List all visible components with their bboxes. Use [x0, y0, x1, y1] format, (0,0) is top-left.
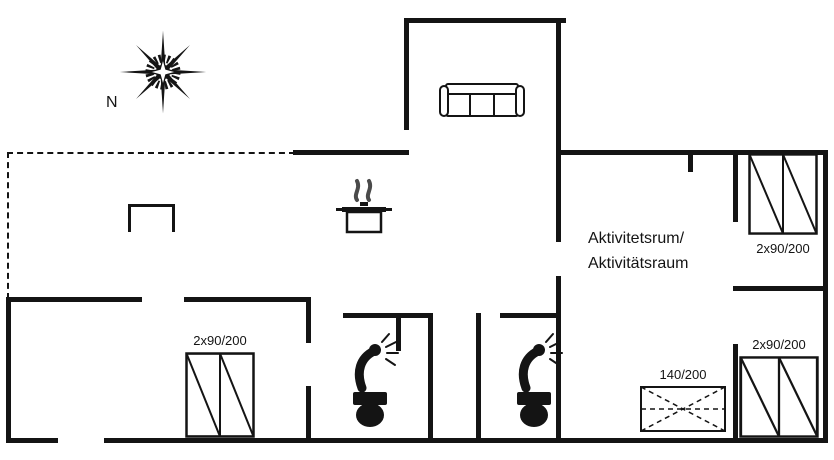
wall-segment	[500, 313, 560, 318]
wall-segment	[733, 150, 738, 222]
shower-toilet-icon	[508, 332, 564, 428]
wall-segment	[306, 386, 311, 443]
wall-segment	[733, 286, 828, 291]
double-bed-icon	[739, 356, 819, 438]
wall-segment	[404, 18, 566, 23]
shower-toilet-icon	[344, 332, 400, 428]
wall-segment	[343, 313, 433, 318]
wall-segment	[293, 150, 409, 155]
room-label-line2: Aktivitätsraum	[588, 255, 689, 272]
double-bed-icon	[185, 352, 255, 438]
cooking-pot-steam-icon	[333, 170, 395, 240]
guest-bed-icon	[640, 386, 726, 432]
compass-north-label: N	[106, 94, 118, 111]
bed-size-label: 2x90/200	[756, 241, 810, 256]
wall-segment	[556, 276, 561, 443]
wall-segment	[6, 297, 11, 443]
wall-segment	[184, 297, 308, 302]
compass-rose-icon	[118, 27, 208, 117]
double-bed-icon	[748, 153, 818, 235]
wall-segment	[6, 438, 58, 443]
wall-segment	[404, 18, 409, 130]
dashed-boundary	[7, 152, 295, 154]
wall-segment	[476, 313, 481, 443]
wall-segment	[104, 438, 828, 443]
wall-segment	[396, 313, 401, 351]
wall-segment	[733, 344, 738, 443]
room-label-line1: Aktivitetsrum/	[588, 230, 685, 247]
wall-segment	[823, 150, 828, 443]
wall-segment	[556, 18, 561, 242]
bed-size-label: 2x90/200	[752, 337, 806, 352]
sofa-icon	[438, 80, 526, 124]
wall-segment	[688, 150, 693, 172]
bed-size-label: 140/200	[659, 367, 707, 382]
wall-segment	[6, 297, 142, 302]
bed-size-label: 2x90/200	[193, 333, 247, 348]
dashed-boundary	[7, 152, 9, 299]
wall-segment	[306, 297, 311, 343]
room-label-activity: Aktivitetsrum/ Aktivitätsraum	[588, 226, 688, 276]
niche-outline	[128, 204, 175, 232]
wall-segment	[428, 313, 433, 443]
